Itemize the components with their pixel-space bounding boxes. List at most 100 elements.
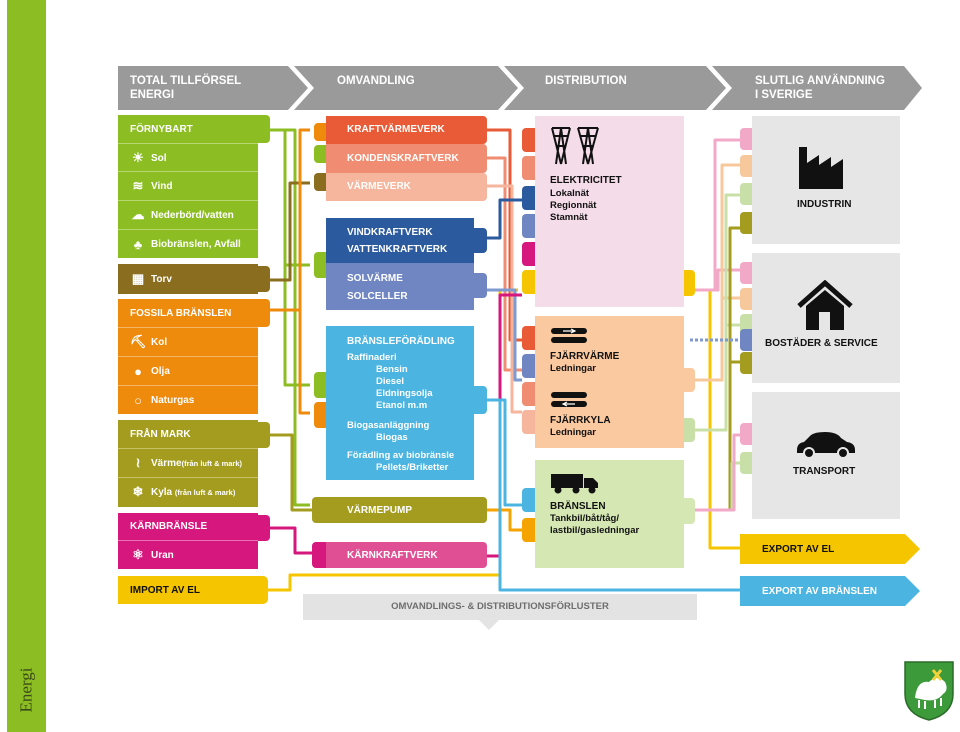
torv-box xyxy=(118,264,258,294)
elektricitet-title: ELEKTRICITET xyxy=(550,175,622,186)
eldningsolja: Eldningsolja xyxy=(376,388,433,399)
varmeverk-box xyxy=(326,173,476,201)
stage4-line1: SLUTLIG ANVÄNDNING xyxy=(755,75,885,87)
losses-bar xyxy=(303,594,697,630)
branslen-title: BRÄNSLEN xyxy=(550,501,606,512)
export-el-arrow xyxy=(740,534,920,564)
stage3-chevron xyxy=(504,66,726,110)
output-tab xyxy=(684,418,695,442)
sol-box xyxy=(326,263,474,310)
ground-tab xyxy=(258,422,270,448)
stage1-chevron xyxy=(118,66,308,110)
pipes-icon xyxy=(551,328,587,343)
output-tab xyxy=(684,270,695,296)
bensin: Bensin xyxy=(376,364,408,375)
car-icon xyxy=(797,432,855,459)
sun-icon: ☀ xyxy=(132,150,144,165)
output-tab xyxy=(476,144,487,173)
source-kol: ⛏Kol xyxy=(129,334,168,349)
coal-cart-icon: ⛏ xyxy=(129,334,147,349)
renewables-tab xyxy=(258,115,270,143)
kraftvarmeverk-label: KRAFTVÄRMEVERK xyxy=(347,124,445,135)
input-tab xyxy=(522,270,535,294)
source-kyla: ❄Kyla (från luft & mark) xyxy=(130,483,236,501)
power-pylon-icon xyxy=(551,127,599,165)
input-tab xyxy=(314,173,326,191)
stage4-line2: I SVERIGE xyxy=(755,89,813,101)
oil-drop-icon: ● xyxy=(134,363,142,379)
fossil-title: FOSSILA BRÄNSLEN xyxy=(130,308,232,319)
bostader-label: BOSTÄDER & SERVICE xyxy=(765,338,878,349)
source-olja: ●Olja xyxy=(130,362,170,380)
divider xyxy=(118,171,258,172)
source-sol: ☀Sol xyxy=(130,149,166,167)
torv-tab xyxy=(258,266,270,292)
tree-icon: ♣ xyxy=(133,236,143,252)
vindkraft-box xyxy=(326,218,474,263)
output-tab xyxy=(476,542,487,568)
input-tab xyxy=(740,352,752,374)
sidebar-bar xyxy=(7,0,46,732)
stamnat: Stamnät xyxy=(550,212,588,223)
atom-icon: ⚛ xyxy=(132,547,144,562)
export-el-label: EXPORT AV EL xyxy=(762,544,835,555)
divider xyxy=(118,540,258,541)
input-tab xyxy=(740,183,752,205)
input-tab xyxy=(314,123,326,141)
input-tab xyxy=(314,252,326,278)
varmepump-label: VÄRMEPUMP xyxy=(347,505,413,516)
etanol: Etanol m.m xyxy=(376,400,428,411)
export-branslen-arrow xyxy=(740,576,920,606)
input-tab xyxy=(522,488,535,512)
input-tab xyxy=(522,156,535,180)
source-nederbord: ☁Nederbörd/vatten xyxy=(131,207,234,222)
input-tab xyxy=(740,262,752,284)
nuclear-title: KÄRNBRÄNSLE xyxy=(130,521,208,532)
transport-box xyxy=(752,392,900,519)
output-tab xyxy=(684,498,695,524)
bransleforadling-title: BRÄNSLEFÖRÄDLING xyxy=(347,336,455,347)
input-tab xyxy=(522,186,535,210)
input-tab xyxy=(522,518,535,542)
source-torv: ▦Torv xyxy=(131,271,172,286)
raffinaderi: Raffinaderi xyxy=(347,352,397,363)
stage1-line1: TOTAL TILLFÖRSEL xyxy=(130,75,242,87)
input-tab xyxy=(312,497,326,523)
divider xyxy=(118,356,258,357)
rain-cloud-icon: ☁ xyxy=(131,207,145,222)
source-naturgas: ○Naturgas xyxy=(130,391,194,409)
fossil-tab xyxy=(258,299,270,327)
house-icon xyxy=(797,280,853,330)
heat-waves-icon: ≀ xyxy=(135,455,141,470)
vattenkraftverk-label: VATTENKRAFTVERK xyxy=(347,244,448,255)
branslen-sub1: Tankbil/båt/tåg/ xyxy=(550,513,619,524)
kondenskraftverk-box xyxy=(326,144,476,173)
input-tab xyxy=(740,423,752,445)
input-tab xyxy=(522,410,535,434)
nuclear-tab xyxy=(258,515,270,541)
nuclear-group xyxy=(118,513,258,569)
stage4-chevron xyxy=(712,66,922,110)
losses-label: OMVANDLINGS- & DISTRIBUTIONSFÖRLUSTER xyxy=(391,601,609,612)
varmepump-box xyxy=(326,497,476,523)
stage-header xyxy=(118,66,922,110)
output-tab xyxy=(476,497,487,523)
output-tab xyxy=(476,116,487,144)
import-el-box xyxy=(118,576,268,604)
ground-title: FRÅN MARK xyxy=(130,429,191,440)
stage2-chevron xyxy=(294,66,518,110)
output-tab xyxy=(474,273,487,298)
source-varme: ≀Värme(från luft & mark) xyxy=(130,454,242,472)
input-tab xyxy=(522,382,535,406)
renewables-title: FÖRNYBART xyxy=(130,124,193,135)
input-tab xyxy=(740,288,752,310)
divider xyxy=(118,327,258,328)
biogas: Biogas xyxy=(376,432,408,443)
kraftvarmeverk-box xyxy=(326,116,476,144)
vindkraftverk-label: VINDKRAFTVERK xyxy=(347,227,433,238)
peat-blocks-icon: ▦ xyxy=(131,271,145,286)
divider xyxy=(118,200,258,201)
factory-icon xyxy=(799,147,843,189)
input-tab xyxy=(522,326,535,350)
source-biobransle: ♣Biobränslen, Avfall xyxy=(130,235,241,253)
